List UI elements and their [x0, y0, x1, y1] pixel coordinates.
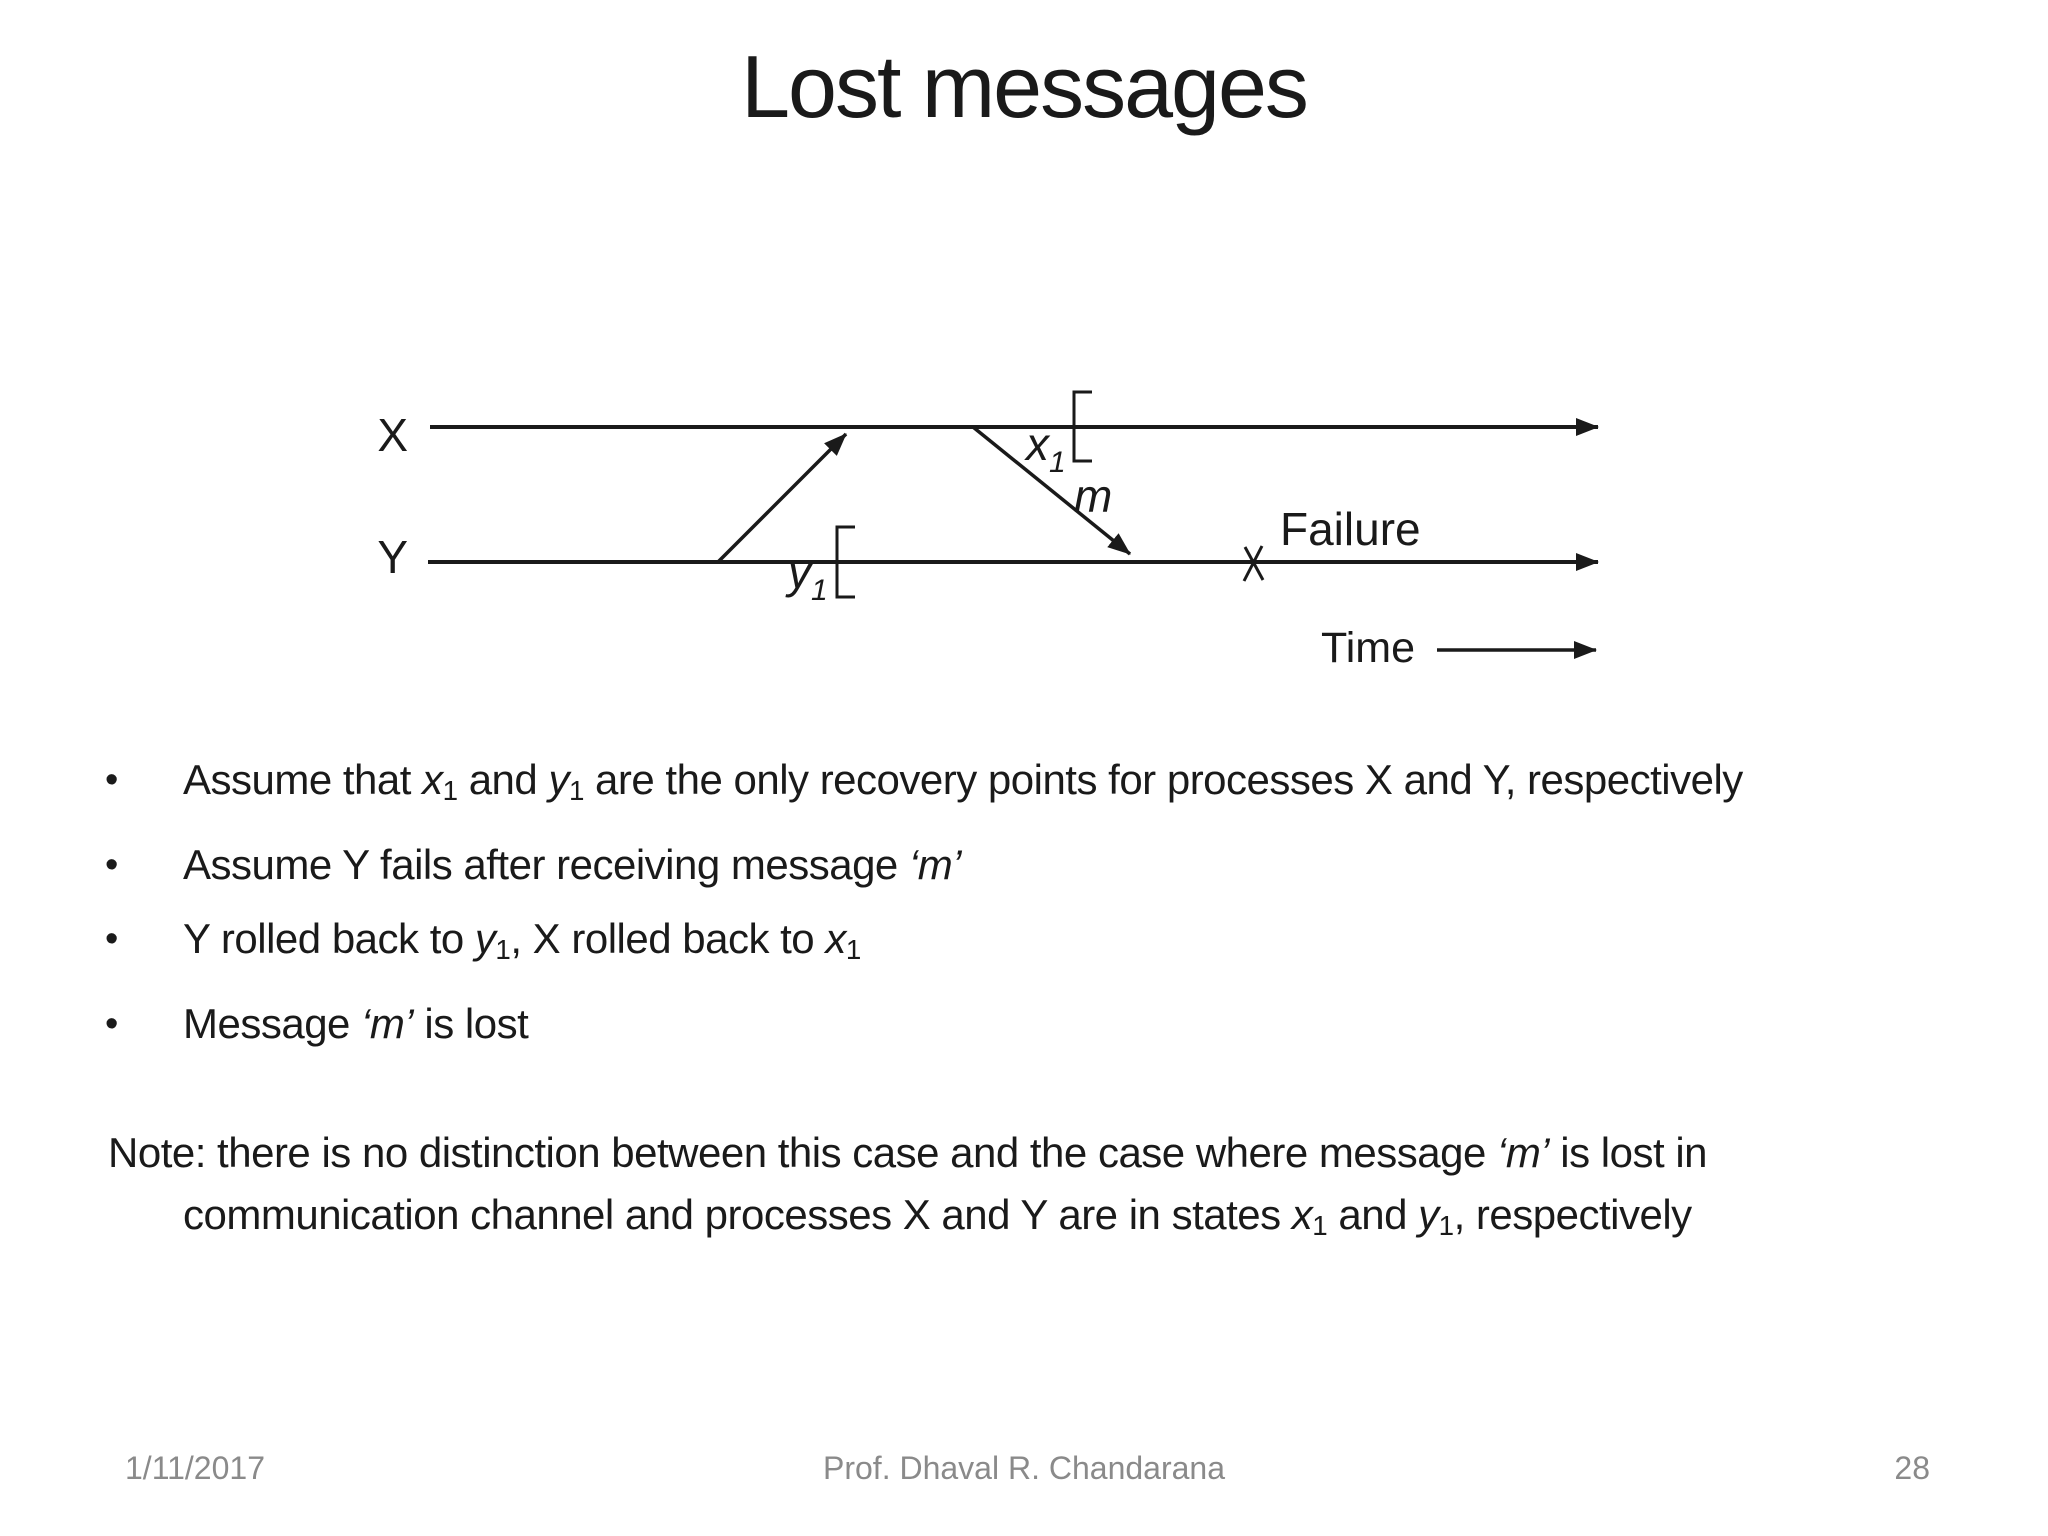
bullet-item: • Message ‘m’ is lost: [95, 987, 2005, 1061]
checkpoint-x1-bracket-icon: [1072, 390, 1092, 463]
time-label: Time: [1321, 624, 1415, 672]
checkpoint-y1-bracket-icon: [835, 525, 855, 599]
bullet-icon: •: [105, 759, 118, 801]
message-arrow-y-to-x: [716, 432, 848, 564]
page-title: Lost messages: [741, 37, 1309, 136]
bullet-item: • Y rolled back to y1, X rolled back to …: [95, 902, 2005, 987]
bullet-icon: •: [105, 1003, 118, 1046]
failure-label: Failure: [1280, 503, 1421, 555]
bullet-icon: •: [105, 918, 118, 961]
message-m-arrow: [971, 425, 1132, 556]
note-line: communication channel and processes X an…: [183, 1191, 1692, 1242]
footer-date: 1/11/2017: [125, 1450, 265, 1486]
bullet-text: Message ‘m’ is lost: [183, 1000, 529, 1048]
bullet-text: Y rolled back to y1, X rolled back to x1: [183, 915, 861, 966]
footer-author: Prof. Dhaval R. Chandarana: [823, 1450, 1225, 1486]
failure-cross-icon: [1242, 545, 1265, 582]
message-m-label: m: [1074, 470, 1112, 522]
bullet-list: • Assume that x1 and y1 are the only rec…: [95, 743, 2005, 1061]
timeline-diagram: X Y m x1 y1 Failure Time: [377, 390, 1599, 672]
process-y-label: Y: [377, 531, 408, 583]
bullet-item: • Assume that x1 and y1 are the only rec…: [95, 743, 2005, 828]
bullet-item: • Assume Y fails after receiving message…: [95, 828, 2005, 902]
process-x-label: X: [377, 409, 408, 461]
checkpoint-y1-label: y1: [785, 546, 828, 607]
bullet-text: Assume Y fails after receiving message ‘…: [183, 841, 962, 889]
bullet-text: Assume that x1 and y1 are the only recov…: [183, 756, 1743, 807]
checkpoint-x1-label: x1: [1024, 418, 1066, 479]
bullet-icon: •: [105, 844, 118, 887]
note-line: Note: there is no distinction between th…: [108, 1129, 1708, 1176]
note-paragraph: Note: there is no distinction between th…: [108, 1122, 2008, 1257]
footer-page-number: 28: [1894, 1450, 1930, 1486]
